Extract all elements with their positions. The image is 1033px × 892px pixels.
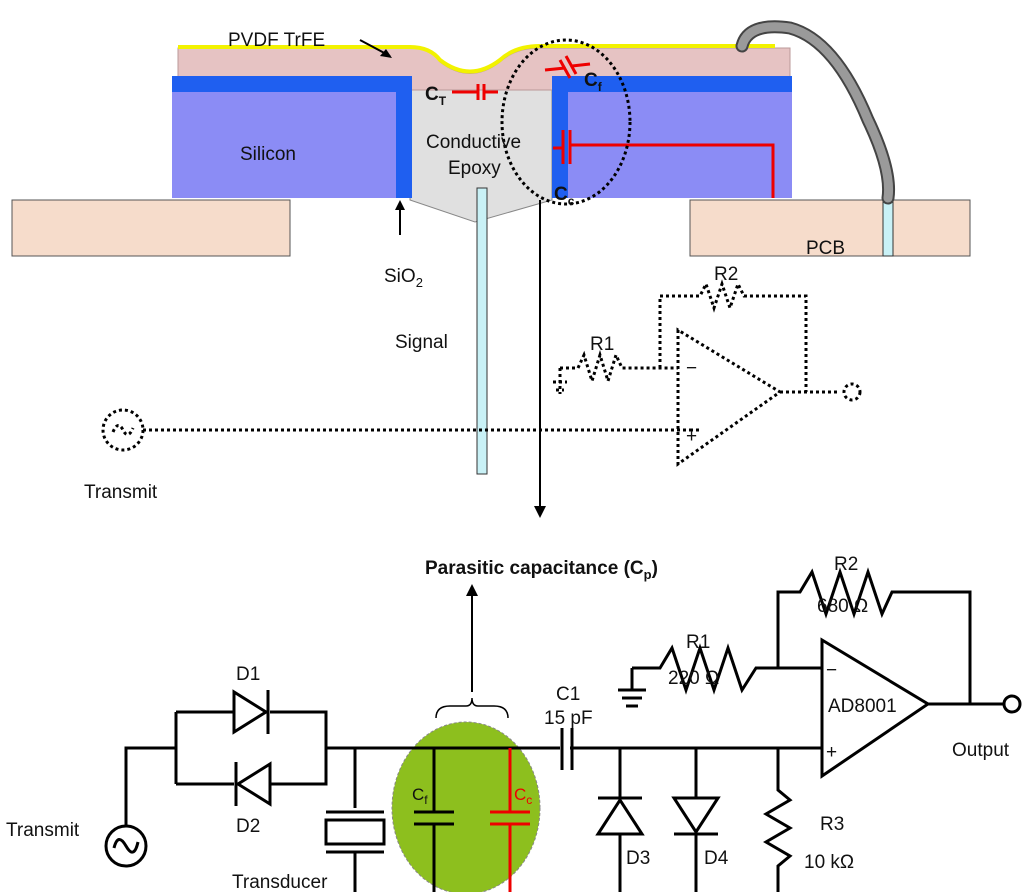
silicon-left-top-oxide xyxy=(172,76,412,92)
d4-label: D4 xyxy=(704,848,729,869)
transmit-label: Transmit xyxy=(6,820,80,841)
cc-capacitor xyxy=(553,130,775,198)
silicon-label: Silicon xyxy=(240,144,296,165)
r1-label: R1 xyxy=(686,632,710,653)
silicon-left xyxy=(172,78,412,198)
pvdf-label: PVDF TrFE xyxy=(228,30,325,51)
transducer-crystal xyxy=(324,818,386,846)
output-label: Output xyxy=(952,740,1010,761)
d2-diode xyxy=(235,761,272,807)
pcb-label: PCB xyxy=(806,238,845,259)
r3-label: R3 xyxy=(820,814,844,835)
r1-label-top: R1 xyxy=(590,334,614,355)
sio2-label: SiO2 xyxy=(384,266,423,290)
pvdf-top-film xyxy=(178,44,775,74)
parasitic-ellipse xyxy=(391,721,541,892)
c1-value: 15 pF xyxy=(544,708,593,729)
cc-label-schematic: Cc xyxy=(514,785,532,807)
d1-diode xyxy=(232,689,269,735)
signal-bar xyxy=(476,187,488,475)
cf-label-schematic: Cf xyxy=(412,785,428,807)
plus-dotted: + xyxy=(686,426,697,447)
silicon-left-side-oxide xyxy=(396,76,412,198)
d1-label: D1 xyxy=(236,664,260,685)
r2-label: R2 xyxy=(834,554,858,575)
epoxy-label-2: Epoxy xyxy=(448,158,501,179)
transmit-source-dotted xyxy=(101,408,145,452)
cf-capacitor xyxy=(544,55,591,79)
pcb-right xyxy=(689,199,971,257)
cross-section: PVDF TrFE Silicon Conductive Epoxy SiO2 … xyxy=(11,20,971,518)
r3-value: 10 kΩ xyxy=(804,852,854,873)
c1-label: C1 xyxy=(556,684,580,705)
d4-diode xyxy=(671,796,721,835)
parasitic-label: Parasitic capacitance (Cp) xyxy=(425,558,658,582)
opamp-plus: + xyxy=(826,742,837,763)
r2-value: 680 Ω xyxy=(817,596,868,617)
minus-dotted: − xyxy=(686,358,697,379)
d2-label: D2 xyxy=(236,816,260,837)
epoxy-label-1: Conductive xyxy=(426,132,521,153)
schematic: Parasitic capacitance (Cp) xyxy=(6,554,1022,892)
pcb-left xyxy=(11,199,291,257)
silicon-right-top-oxide xyxy=(552,76,792,92)
d3-diode xyxy=(595,797,645,836)
r2-label-top: R2 xyxy=(714,264,738,285)
transducer-label: Transducer xyxy=(232,872,328,892)
opamp-triangle xyxy=(820,637,931,779)
parasitic-highlight-circle xyxy=(500,38,632,206)
ct-capacitor xyxy=(452,84,498,100)
ct-label: CT xyxy=(425,84,447,108)
signal-label: Signal xyxy=(395,332,448,353)
silicon-right-side-oxide xyxy=(552,76,568,198)
opamp-label: AD8001 xyxy=(828,696,897,717)
cf-label: Cf xyxy=(584,70,603,94)
pcb-via xyxy=(882,195,894,257)
transmit-label-top: Transmit xyxy=(84,482,158,503)
output-terminal xyxy=(1002,694,1022,714)
cc-label: Cc xyxy=(554,184,575,208)
dotted-amplifier: R1 R2 − + xyxy=(101,264,862,467)
d3-label: D3 xyxy=(626,848,650,869)
opamp-minus: − xyxy=(826,660,837,681)
silicon-right xyxy=(552,78,792,198)
r1-value: 220 Ω xyxy=(668,668,719,689)
